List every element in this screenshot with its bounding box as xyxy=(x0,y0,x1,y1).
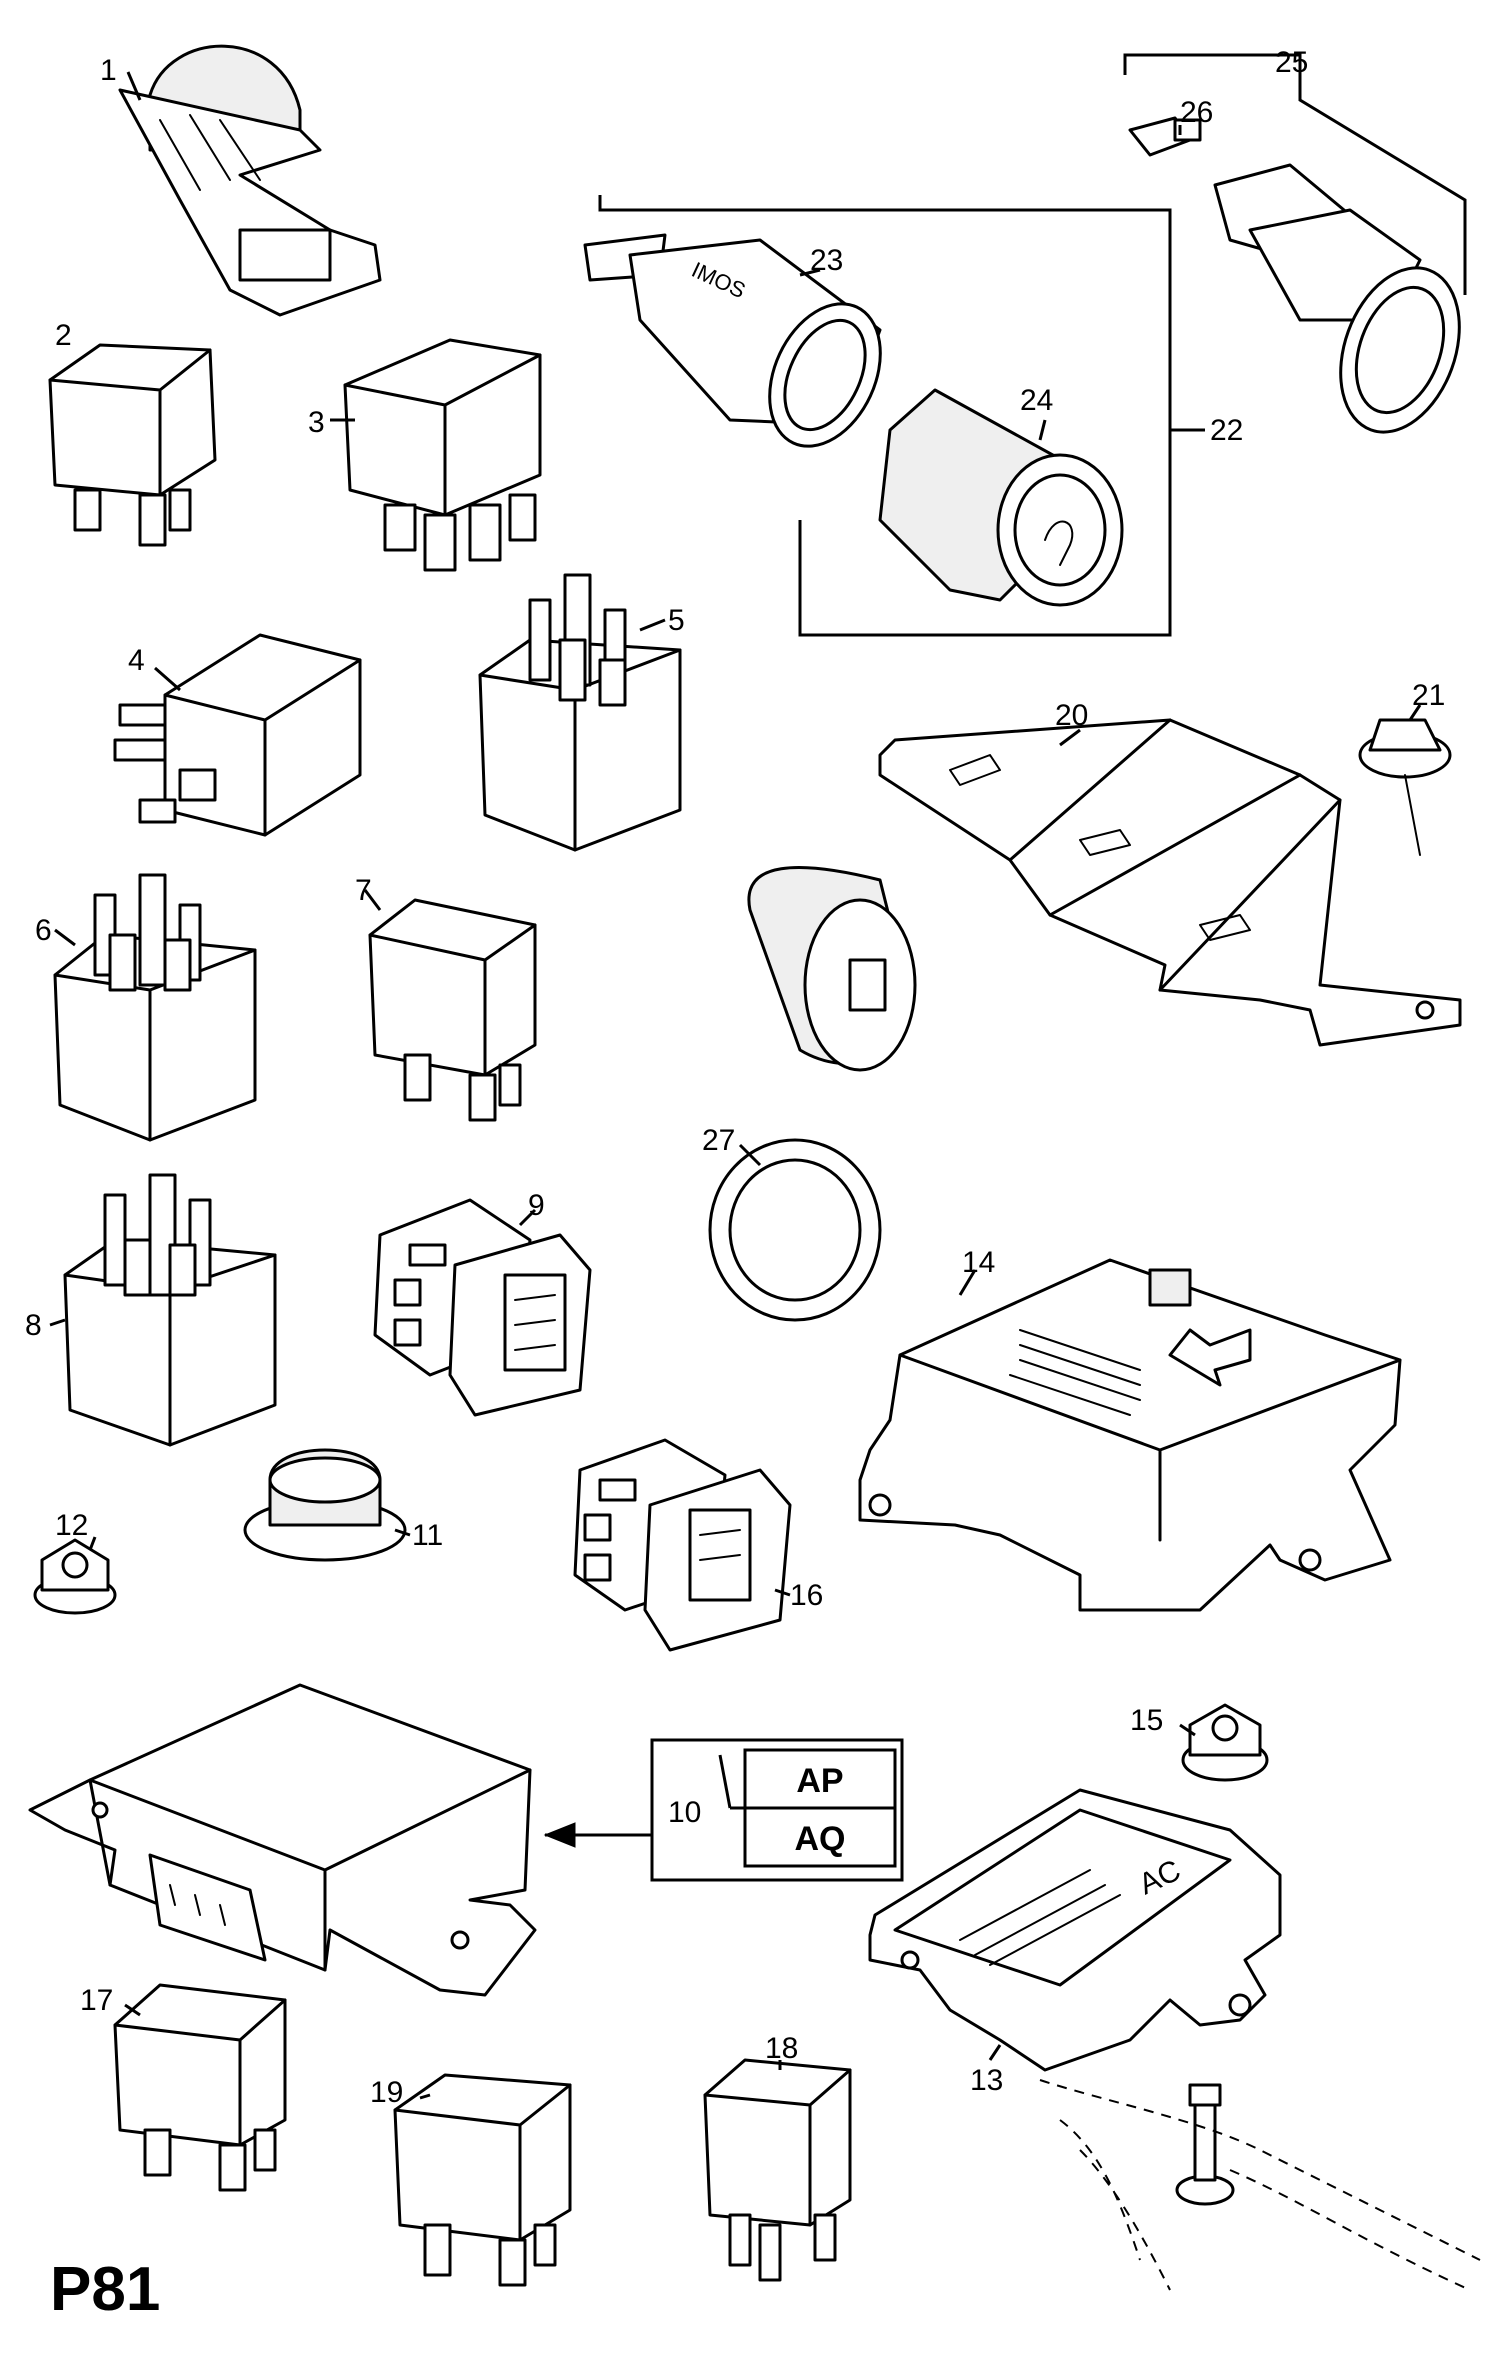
part-5-relay xyxy=(478,573,682,852)
wiring-outline xyxy=(1039,2079,1481,2291)
part-24-lighter-element xyxy=(878,388,1124,607)
part-16-switch xyxy=(573,1438,792,1652)
callout-2: 2 xyxy=(55,319,72,352)
part-13-airbag-module: AC xyxy=(868,1788,1282,2072)
part-21-screw xyxy=(1358,718,1452,856)
callout-10: 10 xyxy=(668,1796,701,1829)
callout-9: 9 xyxy=(528,1189,545,1222)
callout-19: 19 xyxy=(370,2076,403,2109)
callout-13: 13 xyxy=(970,2064,1003,2097)
leader-lines xyxy=(49,71,1422,2100)
part-4-relay xyxy=(113,633,362,837)
part-18-relay xyxy=(703,2058,852,2282)
part-14-control-module xyxy=(858,1258,1402,1612)
callout-7: 7 xyxy=(355,874,372,907)
part-19-relay xyxy=(393,2073,572,2287)
group-22-bracket xyxy=(598,195,1172,637)
part-15-nut xyxy=(1181,1703,1269,1782)
callout-14: 14 xyxy=(962,1246,995,1279)
part-12-nut xyxy=(33,1538,117,1615)
callout-23: 23 xyxy=(810,244,843,277)
part-7-relay xyxy=(368,898,537,1122)
part-23-lighter-socket: IMOS xyxy=(583,233,882,448)
callout-24: 24 xyxy=(1020,384,1053,417)
part-25-socket-assembly xyxy=(1213,163,1461,434)
callout-3: 3 xyxy=(308,406,325,439)
part-27-socket-cap xyxy=(708,866,917,1322)
callout-5: 5 xyxy=(668,604,685,637)
part-20-fuse-holder xyxy=(878,718,1462,1047)
callout-8: 8 xyxy=(25,1309,42,1342)
callout-17: 17 xyxy=(80,1984,113,2017)
callout-22: 22 xyxy=(1210,414,1243,447)
part-2-relay xyxy=(48,343,217,547)
part-9-switch xyxy=(373,1198,592,1417)
callout-27: 27 xyxy=(702,1124,735,1157)
callout-16: 16 xyxy=(790,1579,823,1612)
callout-4: 4 xyxy=(128,644,145,677)
part-17-relay xyxy=(113,1983,287,2192)
variant-aq: AQ xyxy=(795,1820,846,1858)
page-code: P81 xyxy=(50,2255,160,2324)
part-26-bulb xyxy=(1128,116,1202,157)
part-6-relay xyxy=(53,873,257,1142)
part-1-cover xyxy=(118,44,382,317)
part-3-relay xyxy=(343,338,542,572)
part-13-screw xyxy=(1175,2083,1235,2206)
part-8-relay xyxy=(63,1173,277,1447)
callout-12: 12 xyxy=(55,1509,88,1542)
callout-25: 25 xyxy=(1275,46,1308,79)
callout-15: 15 xyxy=(1130,1704,1163,1737)
callout-20: 20 xyxy=(1055,699,1088,732)
part-10-control-unit xyxy=(28,1683,537,1997)
variant-box-10: AP AQ xyxy=(543,1738,904,1882)
callout-6: 6 xyxy=(35,914,52,947)
part-11-cap xyxy=(243,1448,407,1562)
callout-21: 21 xyxy=(1412,679,1445,712)
variant-ap: AP xyxy=(796,1762,843,1800)
callout-26: 26 xyxy=(1180,96,1213,129)
callout-1: 1 xyxy=(100,54,117,87)
callout-11: 11 xyxy=(412,1519,443,1552)
callout-labels: 1 2 3 4 5 6 7 8 9 10 11 12 13 14 15 16 1… xyxy=(25,46,1445,2109)
callout-18: 18 xyxy=(765,2032,798,2065)
